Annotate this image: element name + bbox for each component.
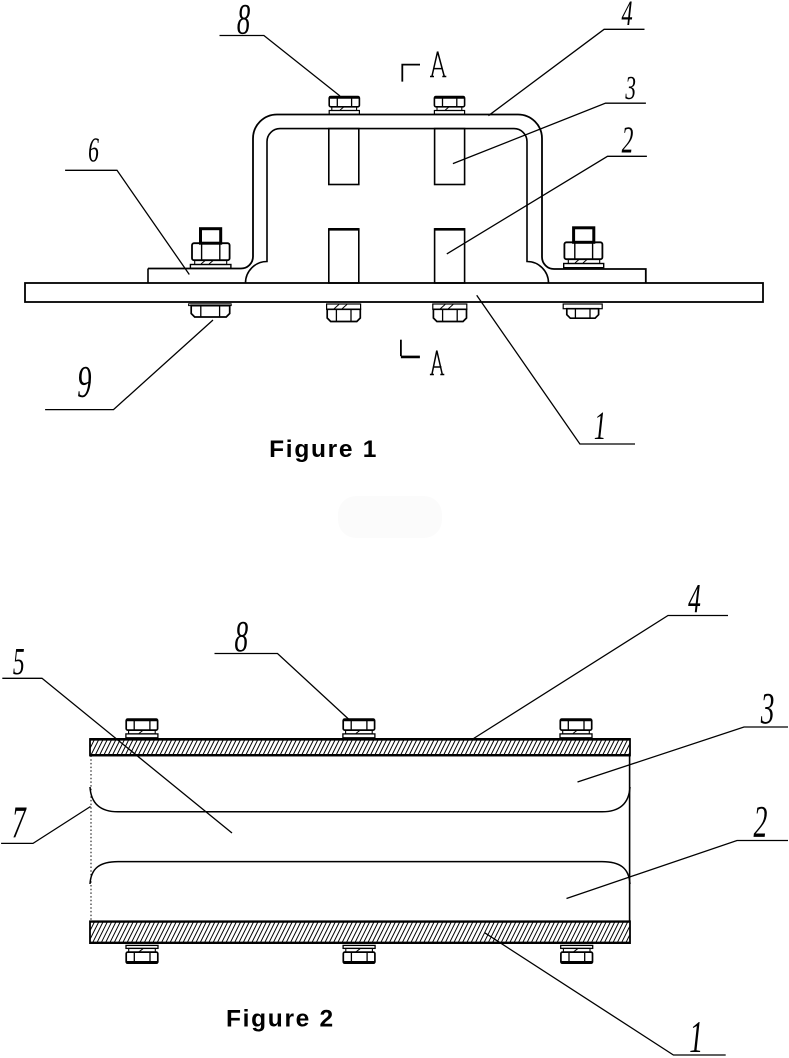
svg-text:4: 4 <box>688 577 701 621</box>
svg-text:3: 3 <box>625 70 636 107</box>
svg-text:6: 6 <box>88 132 99 170</box>
svg-text:1: 1 <box>594 404 606 448</box>
svg-text:5: 5 <box>13 641 25 683</box>
svg-text:8: 8 <box>237 0 250 43</box>
svg-text:Figure 2: Figure 2 <box>226 1006 335 1033</box>
svg-text:4: 4 <box>622 0 633 34</box>
svg-text:9: 9 <box>77 357 91 407</box>
svg-text:8: 8 <box>234 611 248 660</box>
svg-text:1: 1 <box>689 1014 703 1058</box>
svg-text:2: 2 <box>622 119 634 161</box>
svg-text:2: 2 <box>754 799 768 848</box>
svg-text:7: 7 <box>12 799 27 848</box>
svg-text:Figure 1: Figure 1 <box>269 436 378 463</box>
svg-text:3: 3 <box>760 683 774 732</box>
